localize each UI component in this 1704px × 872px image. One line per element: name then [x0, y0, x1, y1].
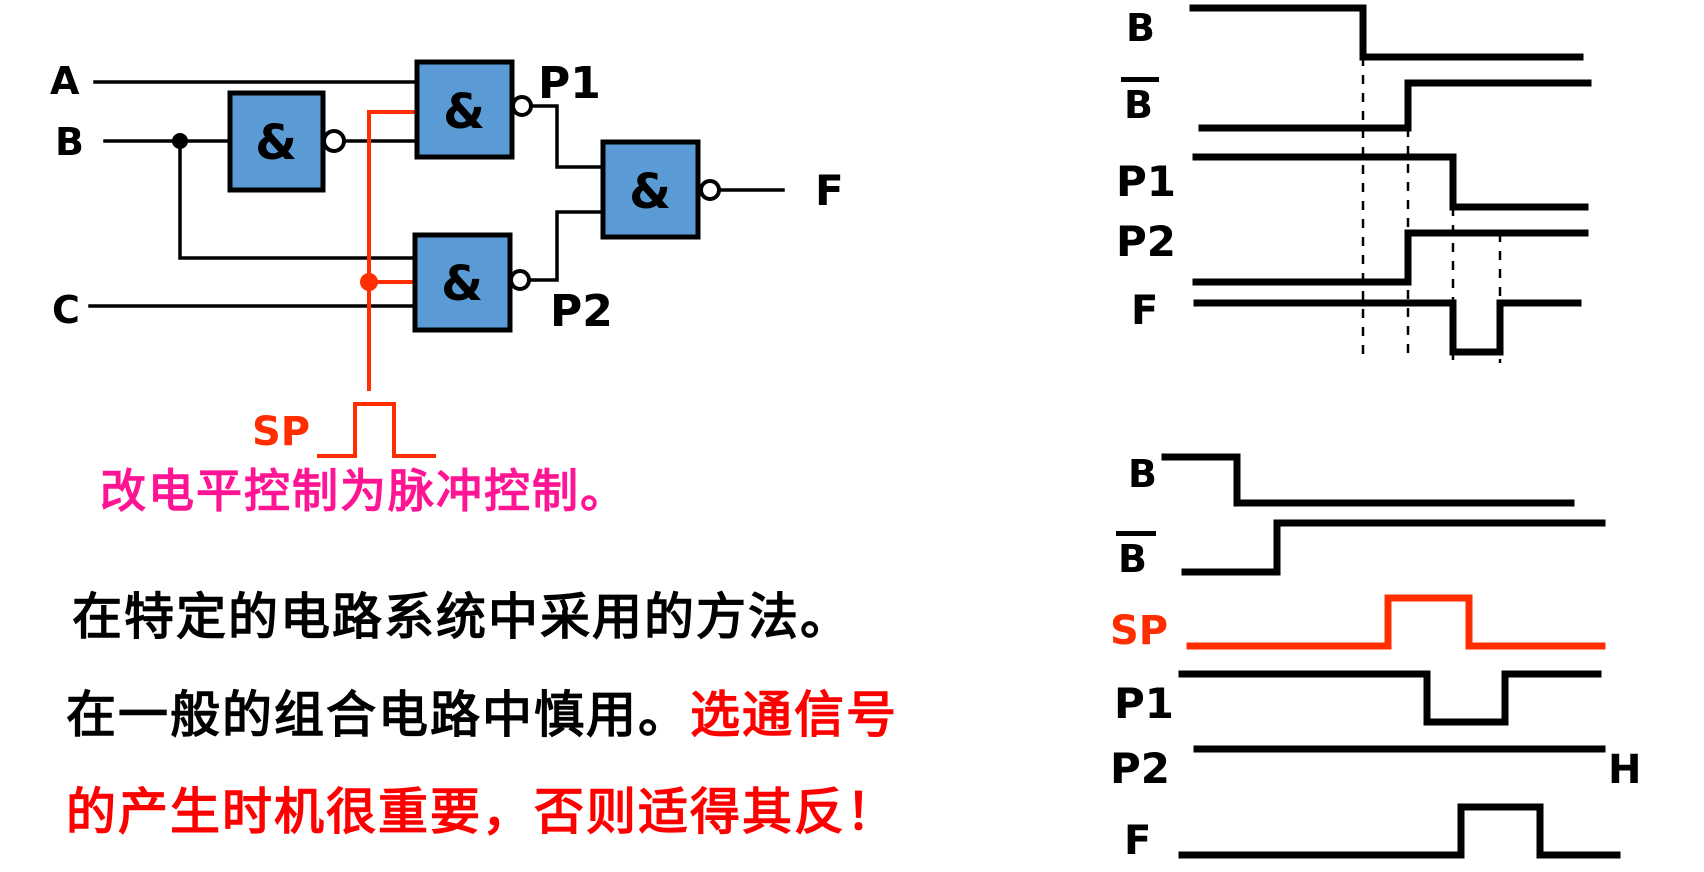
input-a-label: A — [50, 59, 80, 103]
top-bbar-label: B — [1124, 83, 1153, 127]
caption-line1: 在特定的电路系统中采用的方法。 — [72, 588, 852, 646]
wave-bot-b — [1161, 453, 1575, 507]
junction-dot-sp — [360, 273, 378, 291]
f-net-label: F — [815, 166, 844, 215]
p1-net-label: P1 — [538, 58, 601, 109]
input-c-label: C — [52, 288, 80, 332]
bubble-gate-p1 — [511, 95, 533, 117]
bubble-gate-p2 — [509, 269, 531, 291]
top-bbar-overline — [1121, 77, 1159, 82]
nand-gate-final — [600, 139, 701, 240]
wave-top-b — [1189, 4, 1584, 61]
input-b-label: B — [55, 120, 84, 164]
top-b-label: B — [1126, 6, 1155, 50]
caption-line2: 在一般的组合电路中慎用。选通信号 — [66, 690, 898, 740]
caption-pulse-control: 改电平控制为脉冲控制。 — [100, 464, 628, 518]
caption-line3: 的产生时机很重要，否则适得其反！ — [66, 783, 898, 841]
wave-bot-p1 — [1178, 670, 1602, 726]
top-p1-label: P1 — [1116, 157, 1177, 206]
wire-p2-to-final — [527, 210, 605, 282]
nand-gate-p1 — [414, 59, 515, 160]
bot-bbar-label: B — [1118, 537, 1147, 581]
wave-top-p2 — [1192, 229, 1589, 286]
and-symbol-gate-final: & — [629, 164, 671, 220]
wave-top-bbar — [1198, 79, 1592, 132]
and-symbol-gate-p2: & — [441, 256, 483, 312]
bot-bbar-overline — [1116, 531, 1156, 536]
bot-sp-label: SP — [1110, 608, 1169, 654]
wave-top-f — [1193, 299, 1582, 356]
bot-b-label: B — [1128, 452, 1157, 496]
wave-bot-sp — [1186, 594, 1606, 650]
bubble-gate1 — [322, 129, 346, 153]
wire-b-branch — [178, 139, 417, 260]
p2-net-label: P2 — [550, 286, 613, 337]
wave-bot-f — [1178, 803, 1621, 859]
top-p2-label: P2 — [1116, 217, 1177, 266]
sp-net-label: SP — [252, 409, 311, 455]
bot-h-label: H — [1608, 747, 1642, 793]
caption-line2-black: 在一般的组合电路中慎用。 — [66, 686, 690, 744]
and-symbol-gate-p1: & — [443, 84, 485, 140]
top-f-label: F — [1131, 288, 1159, 334]
nand-gate-1 — [227, 90, 326, 193]
wire-p1-to-final — [529, 104, 605, 169]
bot-f-label: F — [1124, 818, 1152, 864]
junction-dot-b — [172, 133, 188, 149]
wire-sp-vertical — [367, 110, 419, 391]
wave-bot-bbar — [1181, 519, 1606, 576]
and-symbol-gate1: & — [255, 115, 297, 171]
wave-top-p1 — [1192, 153, 1589, 211]
sp-pulse-waveform — [317, 402, 436, 458]
caption-line2-red: 选通信号 — [690, 686, 898, 744]
bot-p1-label: P1 — [1114, 679, 1175, 728]
bubble-gate-final — [699, 179, 721, 201]
bot-p2-label: P2 — [1110, 744, 1171, 793]
